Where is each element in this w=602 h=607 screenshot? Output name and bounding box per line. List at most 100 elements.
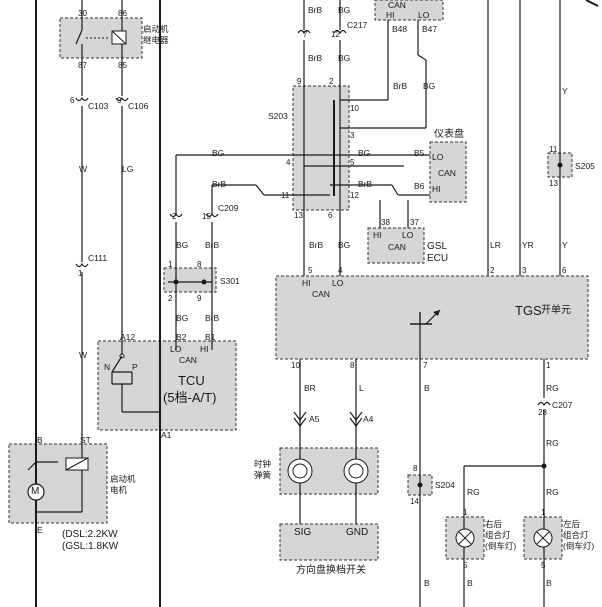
can-connector-top-box bbox=[374, 0, 444, 21]
s203-pin-12: 12 bbox=[350, 191, 359, 200]
c209-label: C209 bbox=[218, 203, 239, 213]
s203-pin-11: 11 bbox=[281, 191, 290, 200]
s203-pin-2: 2 bbox=[329, 77, 334, 86]
tcu-box bbox=[97, 340, 237, 431]
wire-brb-top-label: BrB bbox=[212, 179, 227, 189]
left-lamp-pin-1: 1 bbox=[541, 508, 546, 517]
wire-br-label: BR bbox=[304, 383, 316, 393]
s203-pin-5: 5 bbox=[350, 158, 355, 167]
c217-label: C217 bbox=[347, 20, 368, 30]
gsl-ecu-box bbox=[367, 227, 425, 264]
tcu-lo-label: LO bbox=[170, 344, 182, 354]
starter-e-label: E bbox=[37, 525, 43, 535]
s301-pin-1: 1 bbox=[168, 260, 173, 269]
tgs-pin-10: 10 bbox=[291, 361, 300, 370]
tgs-title: TGS bbox=[515, 303, 542, 318]
clock-spring-label: 时钟 弹簧 bbox=[254, 459, 272, 480]
tgs-unit-label: 开单元 bbox=[541, 305, 571, 316]
wire-w2-label: W bbox=[79, 350, 88, 360]
tgs-pin-5: 5 bbox=[308, 266, 313, 275]
tcu-can-label: CAN bbox=[179, 355, 197, 365]
s203-pin-13: 13 bbox=[294, 211, 303, 220]
left-lamp-label: 左后 组合灯 (倒车灯) bbox=[563, 519, 595, 551]
wire-bg-s203-low: BG bbox=[338, 240, 351, 250]
c209-pin-15: 15 bbox=[202, 212, 211, 221]
wire-brb-dash-label: BrB bbox=[358, 179, 373, 189]
s205-pin-13: 13 bbox=[549, 179, 558, 188]
wire-lg-label: LG bbox=[122, 164, 134, 174]
right-lamp-pin-5: 5 bbox=[463, 561, 468, 570]
wire-b-right-lamp-label: B bbox=[467, 578, 473, 588]
wire-rg-top-label: RG bbox=[546, 383, 559, 393]
tgs-pin-7: 7 bbox=[423, 361, 428, 370]
s203-pin-6: 6 bbox=[328, 211, 333, 220]
tcu-b2-label: B2 bbox=[176, 332, 187, 342]
starter-st-label: ST bbox=[80, 435, 91, 445]
s203-pin-4: 4 bbox=[286, 158, 291, 167]
tcu-title: TCU bbox=[178, 373, 205, 388]
c106-pin: 9 bbox=[117, 96, 122, 105]
c207-label: C207 bbox=[552, 400, 573, 410]
b5-label: B5 bbox=[414, 148, 425, 158]
can-top-lo: LO bbox=[418, 10, 430, 20]
tgs-can: CAN bbox=[312, 289, 330, 299]
wire-lr-label: LR bbox=[490, 240, 501, 250]
right-lamp-pin-1: 1 bbox=[463, 508, 468, 517]
dash-hi: HI bbox=[432, 184, 441, 194]
tcu-a12-label: A12 bbox=[120, 332, 136, 342]
gsl-can: CAN bbox=[388, 242, 406, 252]
a4-label: A4 bbox=[363, 414, 374, 424]
tcu-hi-label: HI bbox=[200, 344, 209, 354]
wire-brb-can-label: BrB bbox=[393, 81, 408, 91]
s205-label: S205 bbox=[575, 161, 595, 171]
wire-rg-left-label: RG bbox=[546, 487, 559, 497]
wire-y-low-label: Y bbox=[562, 240, 568, 250]
switch-sig: SIG bbox=[294, 527, 312, 538]
wire-bg-s301-label: BG bbox=[176, 313, 189, 323]
s203-pin-10: 10 bbox=[350, 104, 359, 113]
wire-w-label: W bbox=[79, 164, 88, 174]
s301-pin-8: 8 bbox=[197, 260, 202, 269]
tgs-pin-1: 1 bbox=[546, 361, 551, 370]
tgs-hi: HI bbox=[302, 278, 311, 288]
wire-b-tgs-label: B bbox=[424, 383, 430, 393]
tcu-subtitle: (5档-A/T) bbox=[163, 390, 217, 405]
relay-pin-30: 30 bbox=[78, 9, 87, 18]
relay-pin-86: 86 bbox=[118, 9, 127, 18]
a5-label: A5 bbox=[309, 414, 320, 424]
c103-pin: 6 bbox=[70, 96, 75, 105]
b47-label: B47 bbox=[422, 24, 438, 34]
gsl-hi: HI bbox=[373, 230, 382, 240]
instrument-cluster-box bbox=[429, 141, 467, 203]
wire-rg-right-label: RG bbox=[467, 487, 480, 497]
s301-label: S301 bbox=[220, 276, 240, 286]
s204-pin-8: 8 bbox=[413, 464, 418, 473]
c217-pin-7: 7 bbox=[303, 30, 308, 39]
tgs-pin-4: 4 bbox=[338, 266, 343, 275]
tcu-p-label: P bbox=[132, 362, 138, 372]
b48-label: B48 bbox=[392, 24, 408, 34]
starter-motor-box bbox=[8, 443, 108, 524]
c111-label: C111 bbox=[88, 253, 108, 263]
switch-name: 方向盘换档开关 bbox=[296, 565, 366, 576]
wire-brb-s301-label: BrB bbox=[205, 313, 220, 323]
tcu-b1-label: B1 bbox=[205, 332, 216, 342]
starter-motor-m: M bbox=[31, 486, 40, 497]
starter-motor-label: 启动机 电机 bbox=[110, 474, 136, 495]
gsl-lo: LO bbox=[402, 230, 414, 240]
dash-can: CAN bbox=[438, 168, 456, 178]
c207-pin: 28 bbox=[538, 408, 547, 417]
tcu-a1-label: A1 bbox=[161, 430, 172, 440]
tgs-pin-6: 6 bbox=[562, 266, 567, 275]
wire-bg-can-label: BG bbox=[423, 81, 436, 91]
dash-title: 仪表盘 bbox=[434, 129, 464, 140]
wire-bg-s203-mid: BG bbox=[338, 53, 351, 63]
starter-relay-box bbox=[59, 17, 143, 59]
s203-pin-9: 9 bbox=[297, 77, 302, 86]
wire-bg-top-label: BG bbox=[212, 148, 225, 158]
b6-label: B6 bbox=[414, 181, 425, 191]
left-lamp-pin-5: 5 bbox=[541, 561, 546, 570]
starter-relay-label: 启动机 继电器 bbox=[143, 24, 169, 45]
wire-brb-s203-top: BrB bbox=[308, 5, 323, 15]
